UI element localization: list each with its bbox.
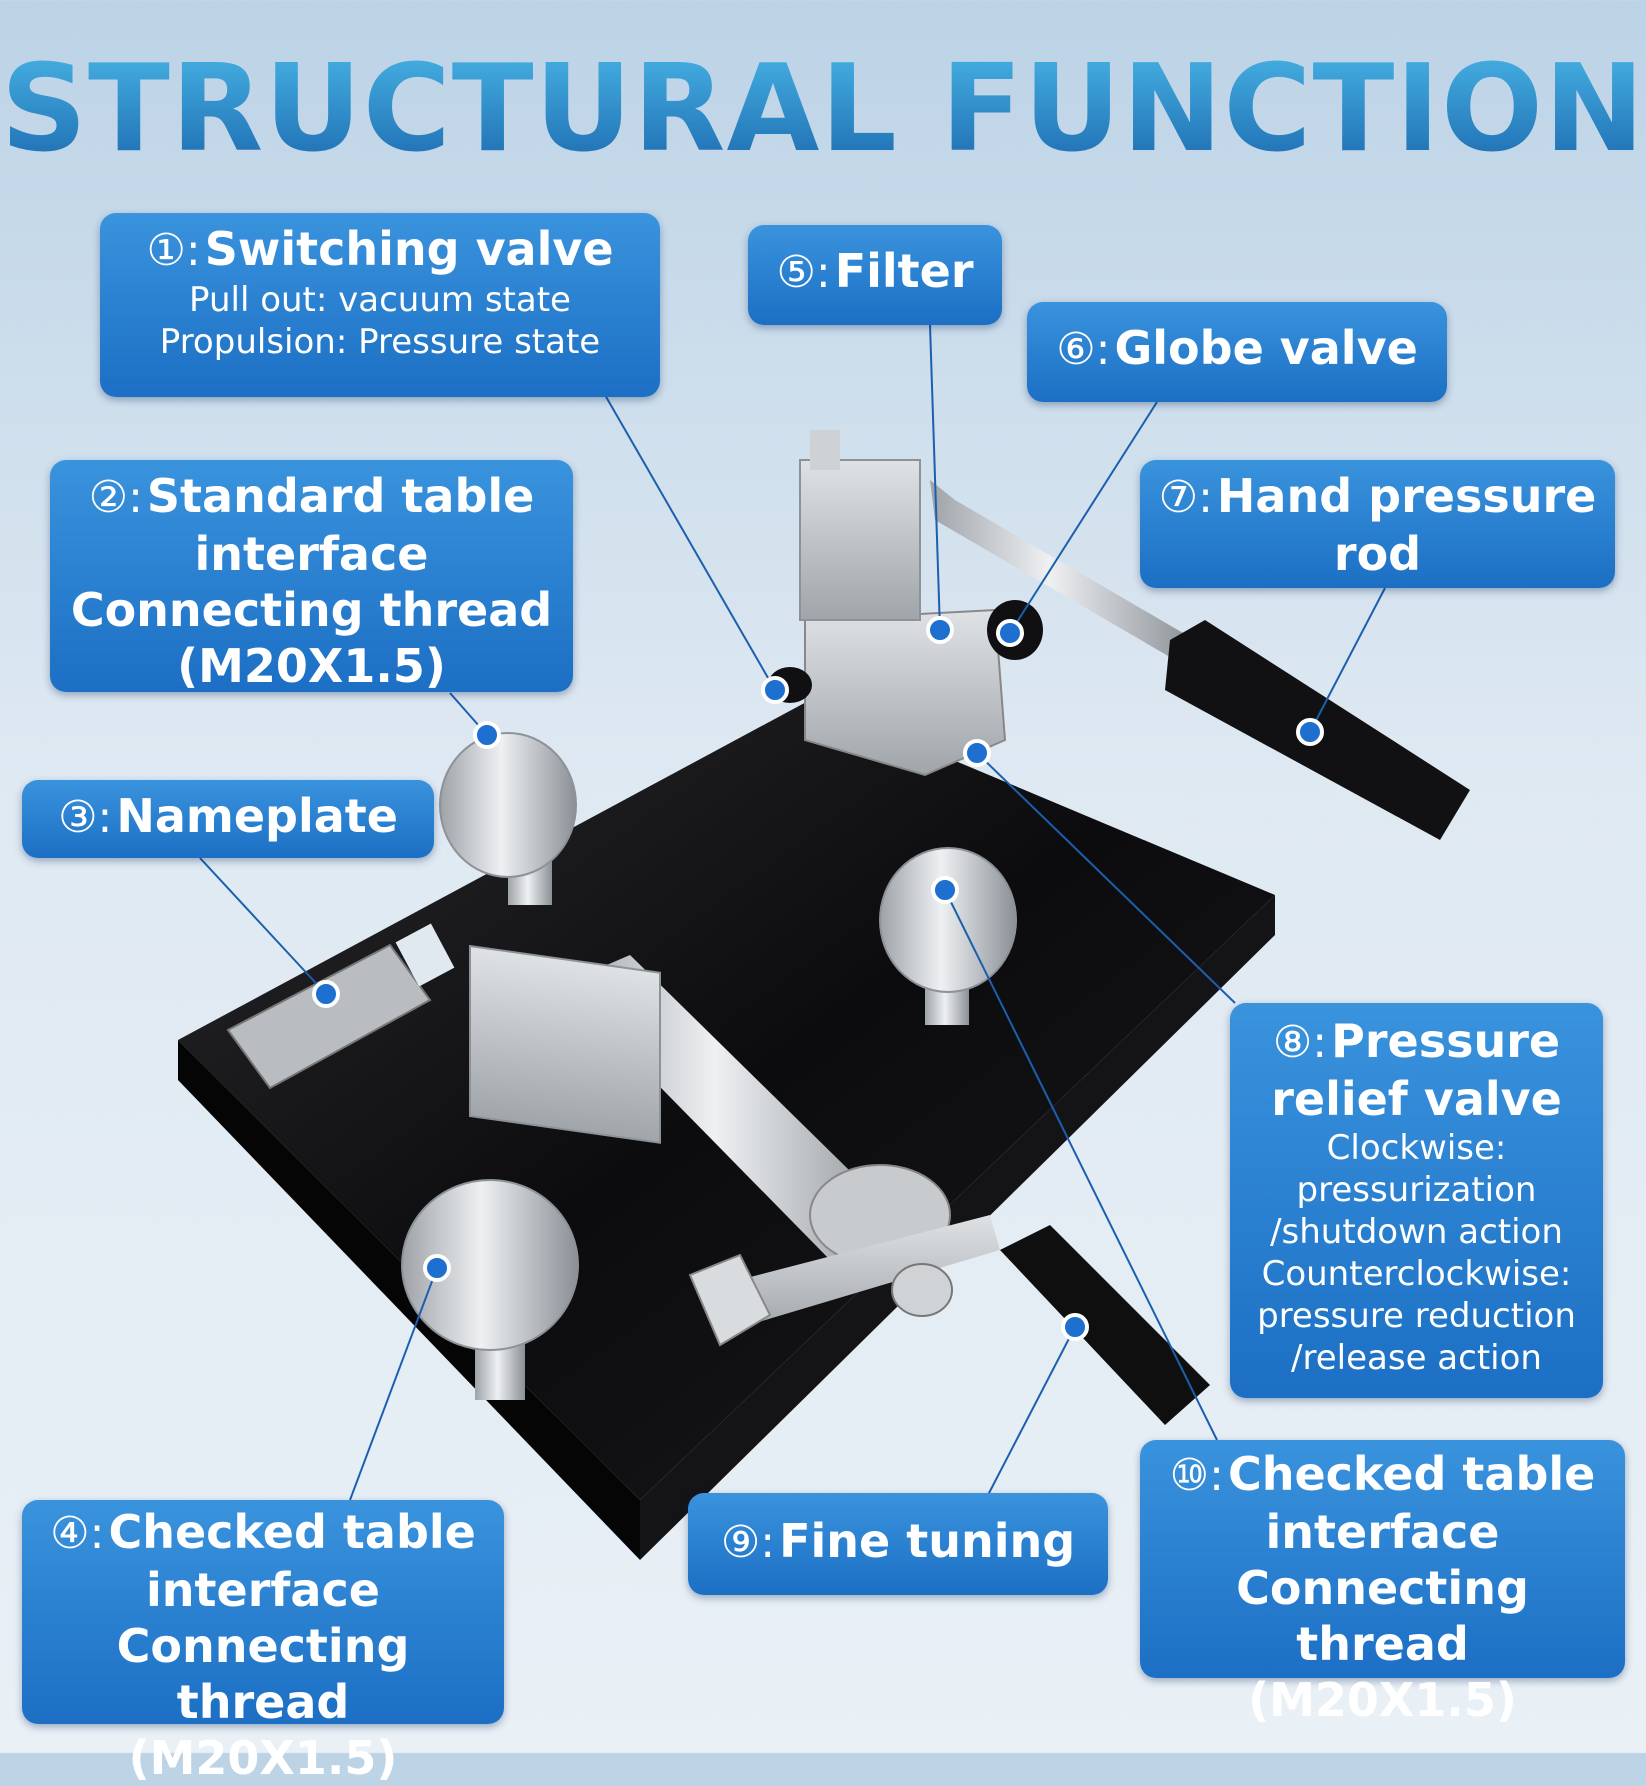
callout-line: Connecting thread [1236, 1561, 1529, 1671]
callout-line: /release action [1291, 1338, 1542, 1378]
callout-checked-table-interface-left: ④:Checked table interface Connecting thr… [22, 1500, 504, 1785]
callout-nameplate: ③:Nameplate [22, 780, 434, 858]
callout-checked-table-interface-right: ⑩:Checked table interface Connecting thr… [1140, 1440, 1625, 1727]
callout-line: interface [1265, 1505, 1500, 1559]
callout-line: Counterclockwise: [1261, 1254, 1572, 1294]
dot-2 [473, 721, 501, 749]
dot-7 [1296, 718, 1324, 746]
callout-pressure-relief-valve: ⑧:Pressure relief valve Clockwise: press… [1230, 1003, 1603, 1398]
callout-heading: ⑤:Filter [776, 244, 974, 298]
callout-line: (M20X1.5) [177, 639, 446, 693]
callout-heading: ②:Standard table [88, 469, 535, 523]
callout-heading: ⑨:Fine tuning [720, 1514, 1076, 1568]
callout-heading: ①:Switching valve [146, 222, 614, 276]
callout-standard-table-interface: ②:Standard table interface Connecting th… [50, 460, 573, 693]
callout-heading: ④:Checked table [50, 1505, 476, 1559]
callout-line: Connecting thread [70, 583, 553, 637]
callout-line: interface [194, 527, 429, 581]
callout-line: relief valve [1271, 1072, 1562, 1126]
callout-filter: ⑤:Filter [748, 225, 1002, 325]
callout-line: Propulsion: Pressure state [159, 322, 601, 362]
dot-1 [761, 676, 789, 704]
callout-line: /shutdown action [1270, 1212, 1563, 1252]
dot-5 [926, 616, 954, 644]
leader-10 [944, 889, 1218, 1441]
callout-line: pressure reduction [1257, 1296, 1576, 1336]
callout-line: Pull out: vacuum state [189, 280, 571, 320]
page-title: STRUCTURAL FUNCTION [0, 40, 1646, 179]
callout-line: pressurization [1296, 1170, 1537, 1210]
callout-heading: ⑩:Checked table [1169, 1447, 1596, 1501]
dot-9 [1061, 1313, 1089, 1341]
callout-heading: ⑥:Globe valve [1056, 321, 1418, 375]
leader-9 [987, 1326, 1076, 1496]
knob-checked-table-right [879, 847, 1017, 1025]
callout-line: (M20X1.5) [1248, 1673, 1517, 1727]
callout-line: rod [1333, 527, 1422, 581]
knob-standard-table [439, 732, 577, 905]
dot-6 [996, 619, 1024, 647]
callout-line: interface [146, 1563, 380, 1617]
callout-line: Connecting thread [116, 1619, 410, 1729]
callout-heading: ⑦:Hand pressure [1158, 469, 1597, 523]
dot-8 [963, 739, 991, 767]
leader-3 [199, 857, 327, 995]
callout-line: Clockwise: [1326, 1128, 1507, 1168]
fine-tuning-handle [688, 1215, 1210, 1425]
nameplate [226, 923, 455, 1090]
callout-heading: ⑧:Pressure [1272, 1014, 1561, 1068]
callout-switching-valve: ①:Switching valve Pull out: vacuum state… [100, 213, 660, 397]
dot-3 [312, 980, 340, 1008]
leader-6 [1009, 401, 1158, 634]
leader-5 [929, 324, 941, 631]
leader-1 [604, 394, 776, 691]
leader-8 [976, 752, 1236, 1004]
callout-line: (M20X1.5) [128, 1731, 398, 1785]
knob-checked-table-left [401, 1179, 579, 1400]
dot-4 [423, 1254, 451, 1282]
callout-globe-valve: ⑥:Globe valve [1027, 302, 1447, 402]
leader-7 [1309, 587, 1386, 733]
dot-10 [931, 876, 959, 904]
callout-heading: ③:Nameplate [58, 789, 398, 843]
callout-fine-tuning: ⑨:Fine tuning [688, 1493, 1108, 1595]
callout-hand-pressure-rod: ⑦:Hand pressure rod [1140, 460, 1615, 588]
leader-4 [349, 1267, 438, 1501]
